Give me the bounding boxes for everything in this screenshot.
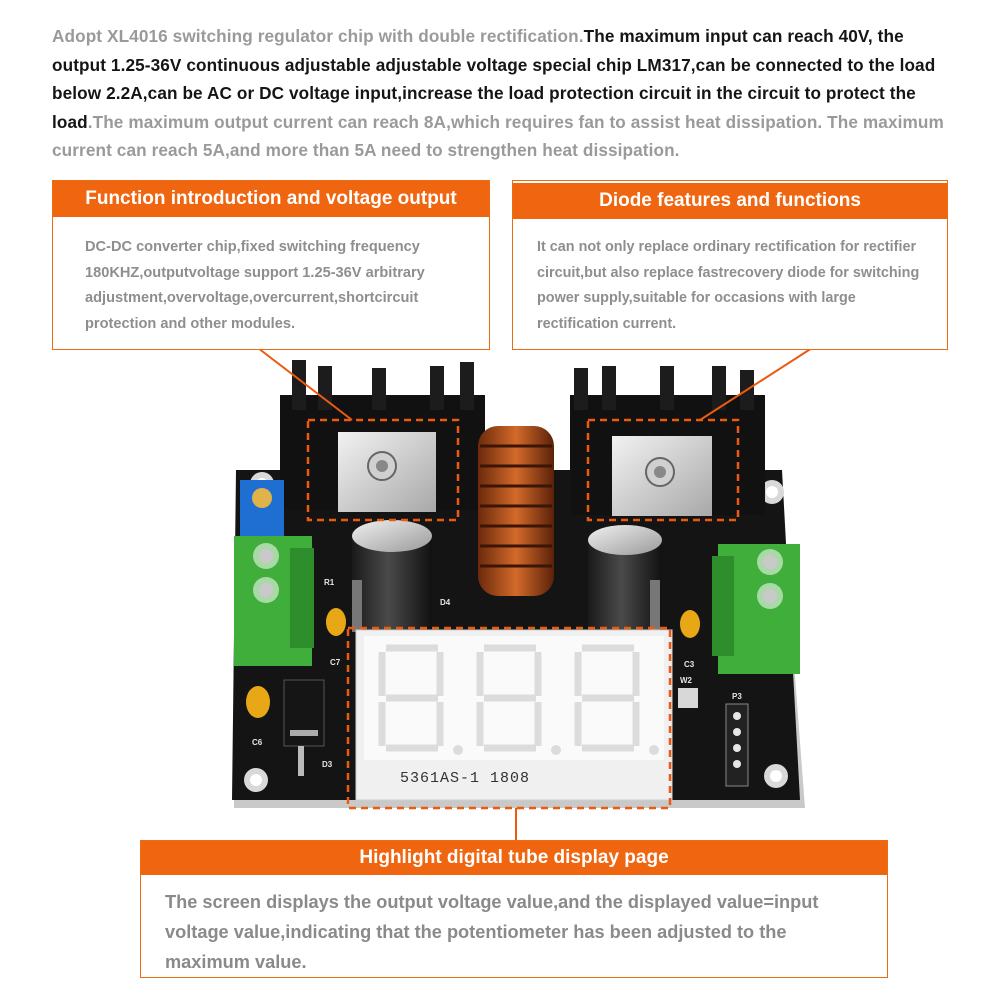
right-terminal-block [712,544,800,674]
label-r1: R1 [324,578,335,587]
header-pins [725,703,749,787]
right-electrolytic-capacitor [588,525,662,632]
label-c7: C7 [330,658,341,667]
intro-part-1: Adopt XL4016 switching regulator chip wi… [52,26,584,46]
label-p3: P3 [732,692,742,701]
display-highlight-box: Highlight digital tube display page The … [140,840,888,978]
display-part-number: 5361AS-1 1808 [400,770,531,787]
seven-segment-display [355,629,673,801]
function-intro-box: Function introduction and voltage output… [52,180,490,350]
diode-features-title: Diode features and functions [513,183,947,219]
label-c3: C3 [684,660,695,669]
diode-features-text: It can not only replace ordinary rectifi… [537,239,920,332]
left-electrolytic-capacitor [352,520,432,632]
diode-features-box: Diode features and functions It can not … [512,180,948,350]
left-terminal-block [234,536,314,666]
display-highlight-text: The screen displays the output voltage v… [165,892,819,972]
intro-part-3: .The maximum output current can reach 8A… [52,111,944,161]
highlight-frames [306,418,740,810]
right-heatsink [570,366,765,516]
trimmer-w2 [678,688,698,708]
label-d4: D4 [440,598,451,607]
small-ceramic-capacitors [246,608,700,718]
intro-part-2: The maximum input can reach 40V, the out… [52,26,936,132]
function-intro-title: Function introduction and voltage output [53,181,489,217]
inductor-coil [478,426,554,596]
label-c6: C6 [252,738,263,747]
display-highlight-title: Highlight digital tube display page [141,841,887,875]
label-d3: D3 [322,760,333,769]
label-w2: W2 [680,676,692,685]
left-heatsink [280,360,485,512]
function-intro-text: DC-DC converter chip,fixed switching fre… [85,239,425,332]
rectifier-diode [283,679,325,776]
callout-lines [257,347,813,842]
intro-paragraph: Adopt XL4016 switching regulator chip wi… [52,22,962,165]
potentiometer [240,480,284,542]
